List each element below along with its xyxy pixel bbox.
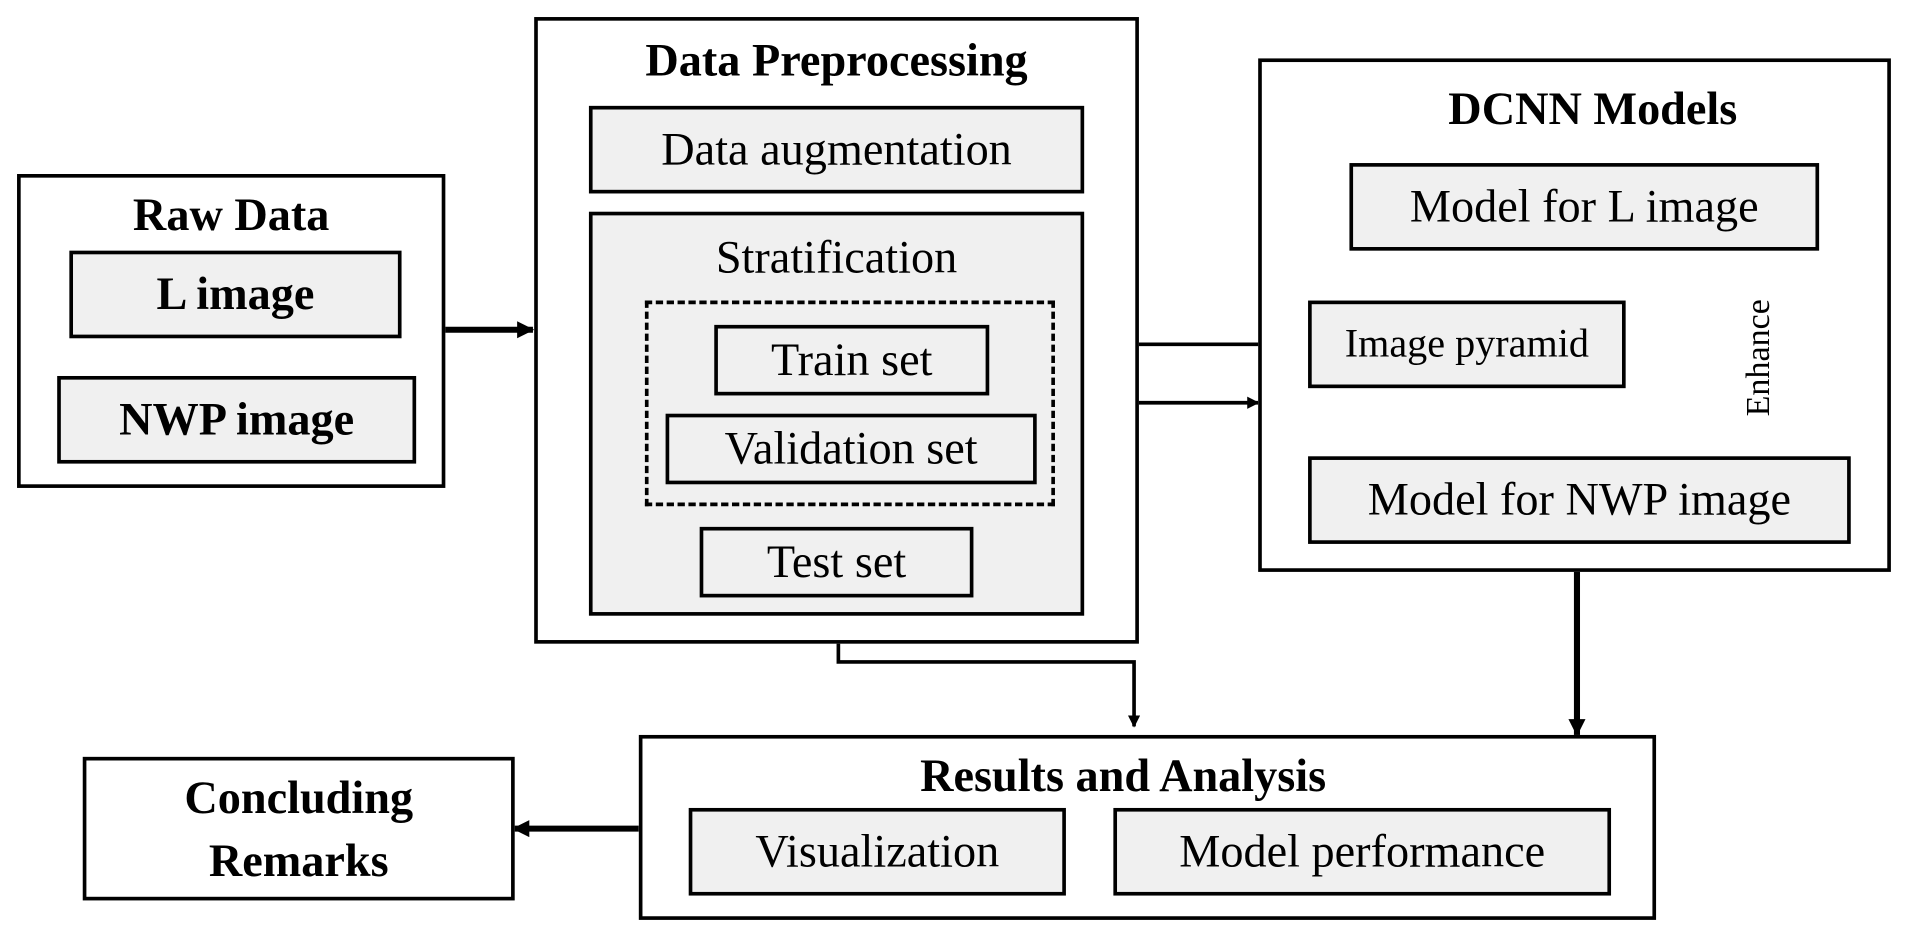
- data-augmentation-box: Data augmentation: [588, 105, 1085, 194]
- nwp-image-label: NWP image: [119, 394, 355, 446]
- preprocessing-title: Data Preprocessing: [645, 35, 1028, 87]
- l-image-label: L image: [156, 268, 315, 321]
- enhance-label: Enhance: [1740, 299, 1778, 417]
- validation-set-label: Validation set: [724, 423, 978, 475]
- raw-data-title: Raw Data: [132, 189, 330, 241]
- conclusion-panel: Concluding Remarks: [82, 756, 515, 901]
- validation-set-box: Validation set: [665, 413, 1037, 485]
- visualization-box: Visualization: [688, 807, 1066, 896]
- model-l-image-label: Model for L image: [1409, 181, 1759, 233]
- model-performance-label: Model performance: [1179, 826, 1546, 878]
- image-pyramid-box: Image pyramid: [1308, 300, 1626, 389]
- stratification-title: Stratification: [715, 232, 958, 284]
- model-l-image-box: Model for L image: [1349, 163, 1820, 251]
- train-set-box: Train set: [714, 324, 990, 396]
- nwp-image-box: NWP image: [57, 375, 417, 464]
- l-image-box: L image: [69, 250, 402, 339]
- image-pyramid-label: Image pyramid: [1344, 321, 1589, 366]
- results-title: Results and Analysis: [920, 750, 1327, 802]
- model-nwp-image-label: Model for NWP image: [1367, 474, 1792, 526]
- train-validation-group: [644, 300, 1055, 507]
- visualization-label: Visualization: [755, 826, 1000, 878]
- dcnn-models-title: DCNN Models: [1448, 83, 1738, 136]
- model-performance-box: Model performance: [1113, 807, 1612, 896]
- test-set-box: Test set: [699, 526, 974, 598]
- conclusion-line1: Concluding: [184, 772, 414, 824]
- test-set-label: Test set: [766, 536, 907, 588]
- conclusion-line2: Remarks: [208, 835, 389, 888]
- model-nwp-image-box: Model for NWP image: [1308, 456, 1851, 544]
- train-set-label: Train set: [771, 334, 933, 386]
- data-augmentation-label: Data augmentation: [661, 124, 1012, 176]
